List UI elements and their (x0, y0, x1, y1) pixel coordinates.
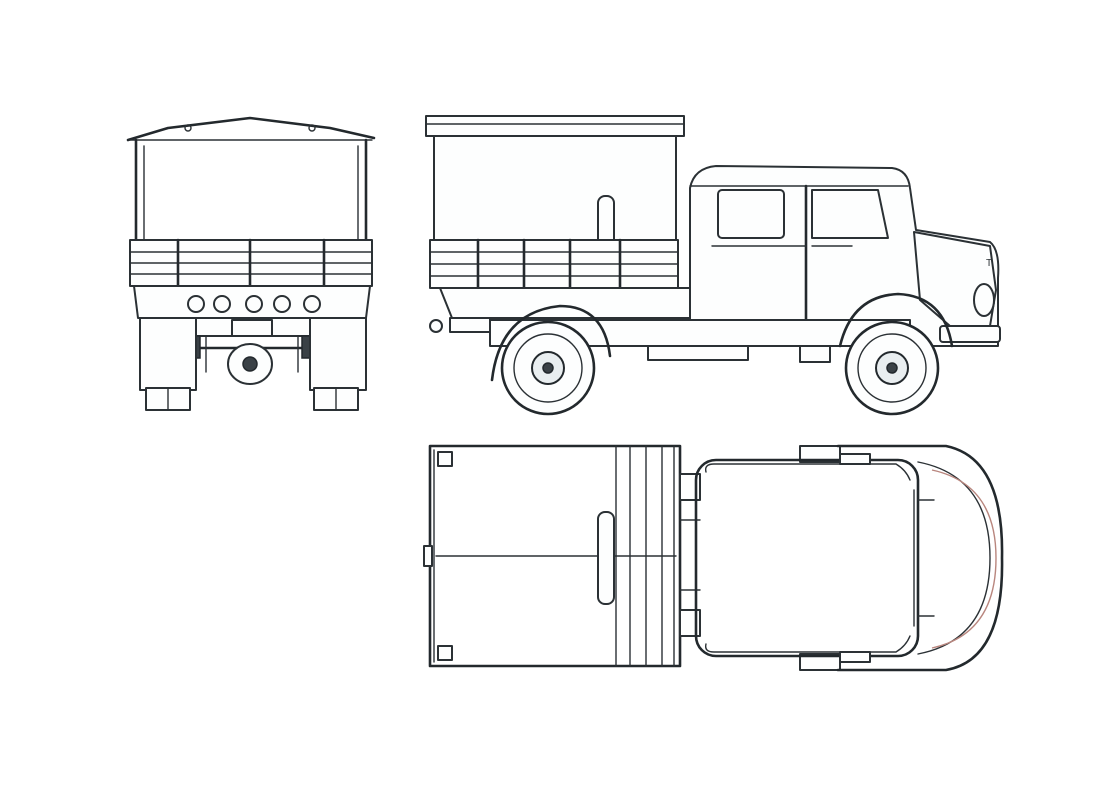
side-cargo-bed (429, 238, 691, 333)
top-cargo-bed (423, 444, 682, 668)
rear-fender (490, 304, 612, 382)
side-view: T (425, 115, 1001, 416)
top-cab (694, 445, 920, 671)
rear-view (126, 116, 376, 411)
side-rear-wheel (500, 320, 596, 416)
rear-lamps (187, 295, 321, 313)
front-fender (838, 292, 954, 348)
hood-badge-mark: T (986, 258, 992, 269)
side-cab: T (689, 165, 1000, 348)
rear-wheels (139, 317, 367, 411)
top-hood (836, 444, 1004, 672)
top-view (423, 444, 1004, 672)
side-front-wheel (844, 320, 940, 416)
side-canopy (425, 115, 685, 241)
rear-canopy (126, 116, 376, 242)
